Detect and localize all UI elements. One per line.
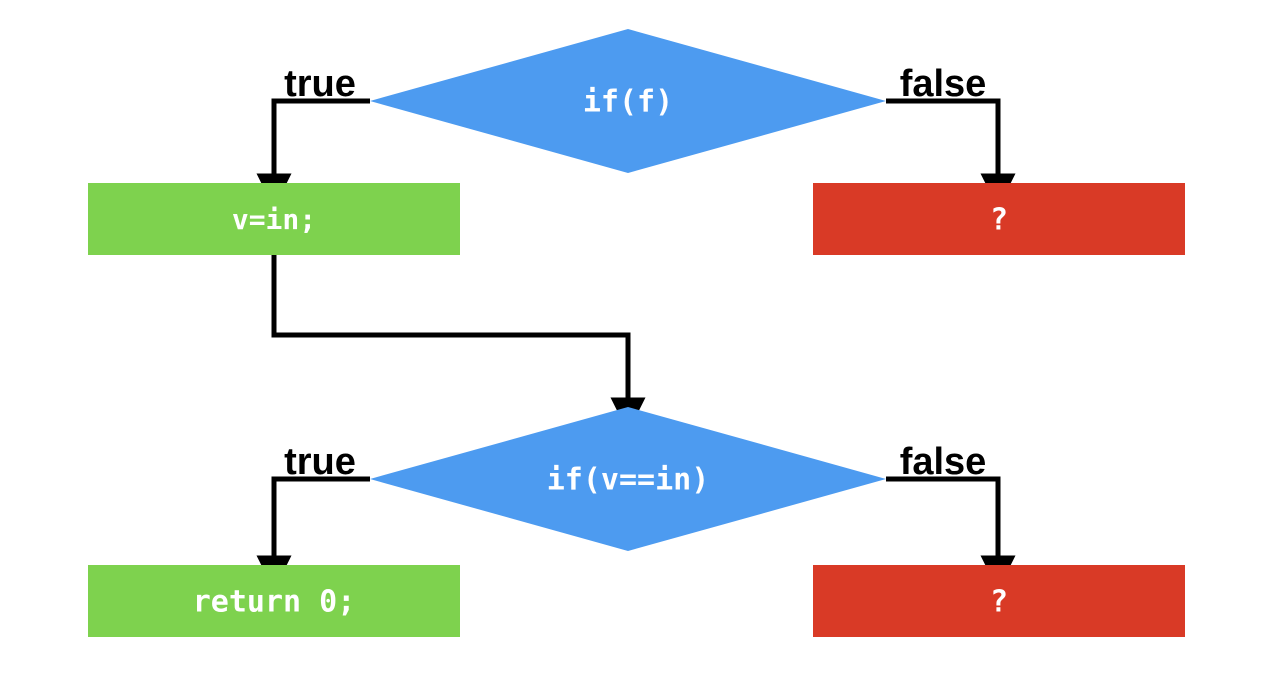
- node-label: if(v==in): [547, 463, 710, 498]
- node-label: ?: [990, 203, 1008, 238]
- process-box[interactable]: [813, 565, 1185, 637]
- decision-diamond[interactable]: [370, 29, 886, 173]
- branch-label-false: false: [900, 441, 987, 483]
- edge-branch-true: [256, 476, 370, 591]
- node-decision-if-v-eq-in[interactable]: if(v==in): [370, 407, 886, 551]
- branch-label-true: true: [284, 441, 356, 483]
- edge-branch-true: [256, 98, 370, 209]
- nodes-layer: if(f) v=in;? if(v==in) return 0;?: [88, 29, 1185, 637]
- node-action-return-zero[interactable]: return 0;: [88, 565, 460, 637]
- edge-connector: [271, 255, 646, 433]
- edge-branch-false: [886, 98, 1016, 209]
- node-action-unknown-top[interactable]: ?: [813, 183, 1185, 255]
- node-label: if(f): [583, 85, 673, 120]
- node-label: return 0;: [193, 585, 356, 620]
- node-action-assign-v[interactable]: v=in;: [88, 183, 460, 255]
- node-decision-if-f[interactable]: if(f): [370, 29, 886, 173]
- node-label: ?: [990, 585, 1008, 620]
- node-action-unknown-bottom[interactable]: ?: [813, 565, 1185, 637]
- branch-label-false: false: [900, 63, 987, 105]
- process-box[interactable]: [88, 183, 460, 255]
- edge-branch-false: [886, 476, 1016, 591]
- decision-diamond[interactable]: [370, 407, 886, 551]
- branch-labels-layer: true false true false: [284, 63, 986, 483]
- process-box[interactable]: [813, 183, 1185, 255]
- process-box[interactable]: [88, 565, 460, 637]
- branch-label-true: true: [284, 63, 356, 105]
- node-label: v=in;: [232, 203, 316, 236]
- edges-layer: [256, 98, 1016, 591]
